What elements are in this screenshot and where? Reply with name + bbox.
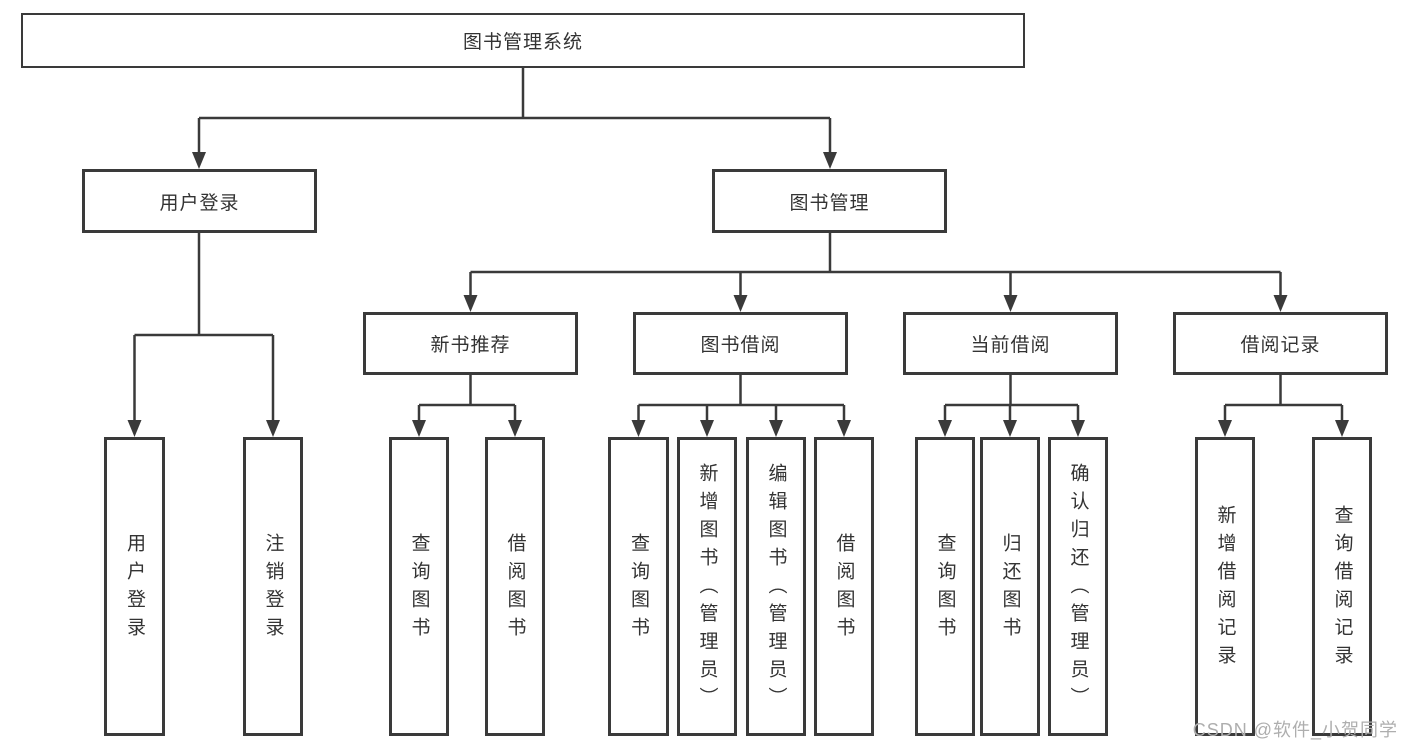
leaf-newbook-query-books: 查询图书 [389,437,449,736]
node-borrowing-records: 借阅记录 [1173,312,1388,375]
leaf-records-add-borrow-record: 新增借阅记录 [1195,437,1255,736]
leaf-borrowing-query-books: 查询图书 [608,437,669,736]
connector-user-login [133,233,275,428]
connector-current-borrow [943,375,1080,428]
arrowheads [127,152,1349,437]
leaf-current-confirm-return-admin: 确认归还（管理员） [1048,437,1108,736]
leaf-borrowing-borrow-books: 借阅图书 [814,437,874,736]
connector-new-book [417,375,517,428]
node-current-borrowing: 当前借阅 [903,312,1118,375]
connector-borrow-records [1223,375,1344,428]
leaf-borrowing-edit-books-admin: 编辑图书（管理员） [746,437,806,736]
connector-book-management [469,233,1282,303]
leaf-user-login: 用户登录 [104,437,165,736]
leaf-logout-login: 注销登录 [243,437,303,736]
node-library-management-system: 图书管理系统 [21,13,1025,68]
leaf-current-return-books: 归还图书 [980,437,1040,736]
node-book-borrowing: 图书借阅 [633,312,848,375]
leaf-current-query-books: 查询图书 [915,437,975,736]
leaf-newbook-borrow-books: 借阅图书 [485,437,545,736]
node-new-book-recommendation: 新书推荐 [363,312,578,375]
node-user-login: 用户登录 [82,169,317,233]
node-book-management: 图书管理 [712,169,947,233]
leaf-records-query-borrow-record: 查询借阅记录 [1312,437,1372,736]
connector-root [197,68,832,160]
connector-book-borrow [637,375,846,428]
leaf-borrowing-add-books-admin: 新增图书（管理员） [677,437,737,736]
csdn-watermark: CSDN @软件_小贺同学 [1192,720,1398,740]
